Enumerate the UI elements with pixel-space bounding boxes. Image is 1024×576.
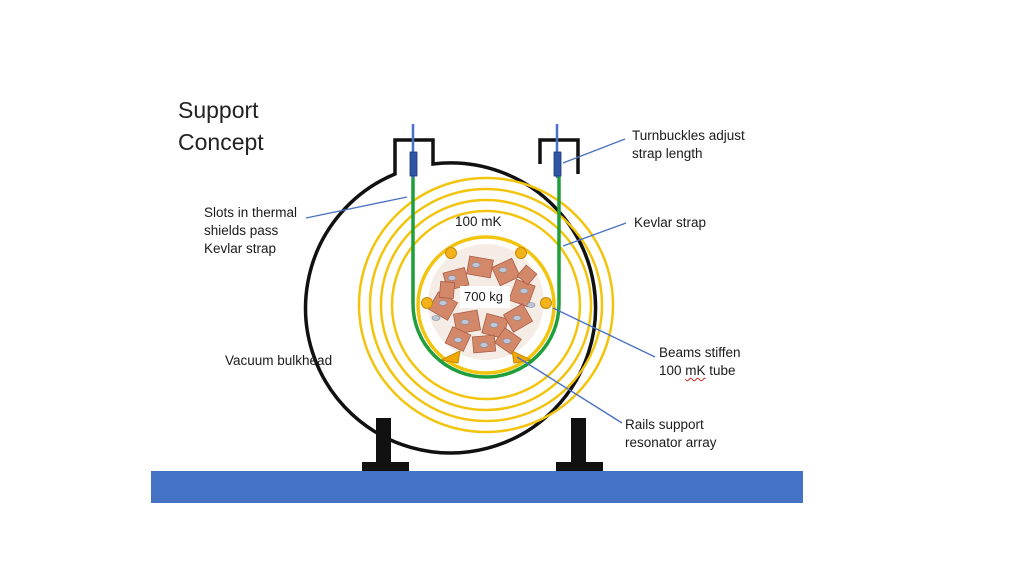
floor-base (151, 471, 803, 503)
stiffening-beams (421, 247, 552, 309)
mass-label-text: 700 kg (464, 289, 504, 304)
turnbuckle-right (553, 151, 562, 177)
beam-top-left (445, 247, 457, 259)
thermal-shield-3 (379, 198, 593, 412)
beam-left (421, 297, 433, 309)
thermal-shield-2 (368, 187, 604, 423)
beams-label-line-2: 100 mK tube (659, 362, 741, 380)
slide-title: Support Concept (178, 94, 264, 158)
beams-label-line-2-post: tube (705, 363, 736, 378)
rail-left (439, 350, 461, 364)
leader-slots (305, 196, 408, 219)
leader-rails (516, 356, 623, 424)
slots-label: Slots in thermal shields pass Kevlar str… (204, 204, 297, 258)
beams-label-line-1: Beams stiffen (659, 345, 741, 360)
beam-right (540, 297, 552, 309)
thermal-shields (357, 176, 615, 434)
kevlar-strap-label: Kevlar strap (634, 214, 706, 232)
turnbuckles-label-line-2: strap length (632, 146, 703, 161)
mass-label-box (460, 286, 510, 308)
beams-label-line-2-mk: mK (685, 363, 706, 378)
rails-label-line-1: Rails support (625, 417, 704, 432)
slots-label-line-2: shields pass (204, 223, 279, 238)
thermal-shield-4 (390, 209, 582, 401)
leader-turnbuckles (562, 138, 626, 164)
beams-label-line-2-pre: 100 (659, 363, 686, 378)
turnbuckle-left (409, 151, 418, 177)
rails-label-line-2: resonator array (625, 435, 717, 450)
kevlar-strap-label-text: Kevlar strap (634, 215, 707, 230)
temperature-100mk-text: 100 mK (455, 214, 502, 229)
turnbuckles-label: Turnbuckles adjust strap length (632, 127, 745, 163)
title-line-2: Concept (178, 129, 264, 155)
vacuum-bulkhead-label: Vacuum bulkhead (225, 352, 332, 370)
leader-kevlar (562, 222, 627, 247)
temperature-100mk-label: 100 mK (455, 213, 502, 231)
leader-lines (305, 138, 656, 424)
slots-label-line-3: Kevlar strap (204, 241, 277, 256)
left-foot (362, 418, 409, 471)
beams-label: Beams stiffen 100 mK tube (659, 344, 741, 380)
turnbuckles-label-line-1: Turnbuckles adjust (632, 128, 745, 143)
thermal-shield-1 (357, 176, 615, 434)
rail-right (511, 350, 533, 364)
slots-label-line-1: Slots in thermal (204, 205, 298, 220)
rails (439, 350, 533, 364)
beam-top-right (515, 247, 527, 259)
rails-label: Rails support resonator array (625, 416, 717, 452)
mass-label: 700 kg (464, 288, 503, 306)
vacuum-bulkhead-label-text: Vacuum bulkhead (225, 353, 333, 368)
title-line-1: Support (178, 97, 259, 123)
right-foot (556, 418, 603, 471)
leader-beams (552, 307, 656, 358)
kevlar-strap (411, 176, 561, 379)
